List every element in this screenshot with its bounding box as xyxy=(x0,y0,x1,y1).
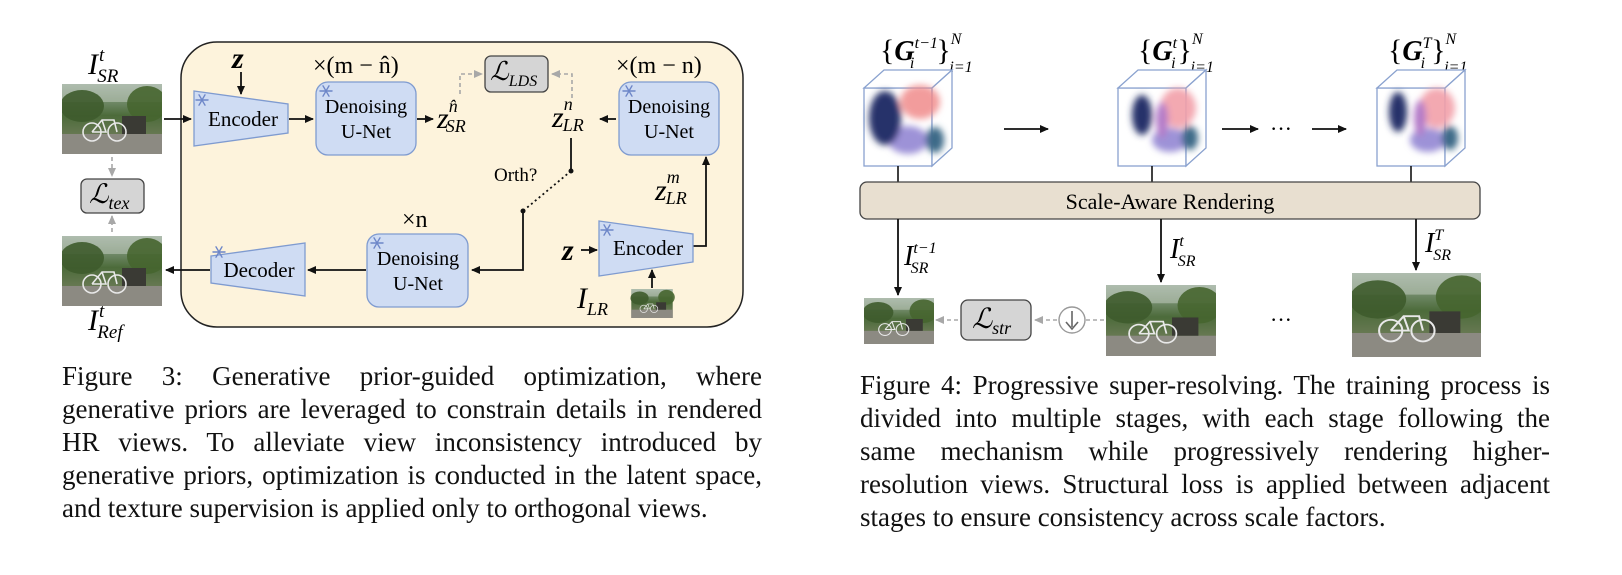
multiplier-m-minus-n-hat: ×(m − n̂) xyxy=(313,53,399,79)
denoising-unet-bottom xyxy=(366,233,469,308)
loss-str-box xyxy=(960,299,1032,341)
loss-str-label: ℒstr xyxy=(972,304,1012,338)
noise-z-top: z xyxy=(231,42,244,75)
gaussian-cube-cur xyxy=(1116,68,1208,168)
reference-view-image xyxy=(62,236,162,306)
loss-tex-box xyxy=(80,178,145,214)
figure-3-caption: Figure 3: Generative prior-guided optimi… xyxy=(62,361,762,523)
noise-z-bottom: z xyxy=(561,234,574,267)
unet-tl-line2: U-Net xyxy=(341,121,391,143)
encoder-top-label: Encoder xyxy=(208,107,278,131)
orth-question-label: Orth? xyxy=(494,165,537,186)
encoder-top-block xyxy=(193,90,289,147)
denoising-unet-top-right xyxy=(618,81,720,156)
unet-b-line1: Denoising xyxy=(377,248,459,270)
loss-tex-label: ℒtex xyxy=(89,179,129,213)
low-res-input-image xyxy=(630,289,675,318)
loss-lds-label: ℒLDS xyxy=(490,57,537,90)
encoder-bottom-block xyxy=(598,220,694,277)
stage-ellipsis-bottom: ··· xyxy=(1270,307,1292,332)
label-i-lr: ILR xyxy=(576,282,608,319)
unet-b-line2: U-Net xyxy=(393,273,443,295)
denoising-unet-top-left xyxy=(315,81,417,156)
gaussian-cube-last xyxy=(1375,68,1467,168)
unet-tl-line1: Denoising xyxy=(325,96,407,118)
latent-z-sr-n-hat: zn̂SR xyxy=(436,96,466,136)
multiplier-m-minus-n: ×(m − n) xyxy=(616,53,702,79)
decoder-label: Decoder xyxy=(223,258,294,282)
gaussian-cube-prev xyxy=(862,68,954,168)
rendered-view-prev-image xyxy=(864,298,934,344)
figure-4-caption: Figure 4: Progressive super-resolving. T… xyxy=(860,370,1550,532)
stage-ellipsis-top: ··· xyxy=(1270,116,1292,141)
multiplier-n: ×n xyxy=(402,207,428,233)
rendered-view-last-image xyxy=(1352,273,1481,357)
unet-tr-line2: U-Net xyxy=(644,121,694,143)
decoder-block xyxy=(210,242,306,297)
encoder-bottom-label: Encoder xyxy=(613,236,683,260)
rendered-hr-view-image xyxy=(62,84,162,154)
unet-tr-line1: Denoising xyxy=(628,96,710,118)
scale-aware-rendering-bar xyxy=(859,181,1481,220)
downsample-icon xyxy=(1058,306,1086,334)
rendered-view-cur-image xyxy=(1106,285,1216,356)
scale-aware-rendering-label: Scale-Aware Rendering xyxy=(1066,189,1275,214)
loss-lds-box xyxy=(484,55,549,93)
